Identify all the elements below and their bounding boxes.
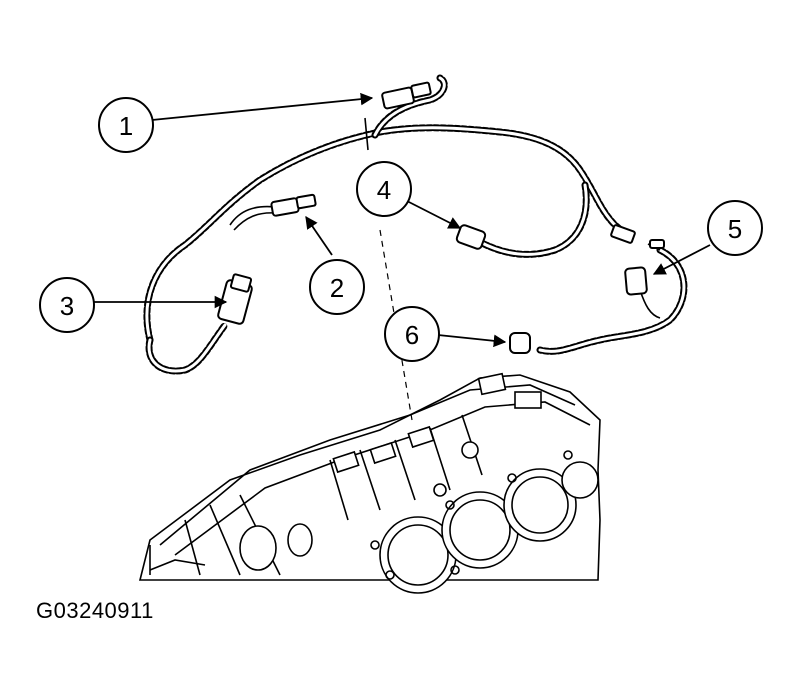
callout-5-label: 5 (728, 214, 742, 244)
callout-6: 6 (384, 306, 440, 362)
connector-4 (455, 224, 487, 250)
figure-id-label: G03240911 (36, 598, 154, 623)
callout-5: 5 (707, 200, 763, 256)
callout-6-label: 6 (405, 320, 419, 350)
engine-block (138, 372, 601, 594)
callout-4: 4 (356, 161, 412, 217)
connector-2 (270, 193, 317, 217)
leader-lines (92, 92, 711, 348)
callout-1: 1 (98, 97, 154, 153)
callout-2-label: 2 (330, 273, 344, 303)
callout-3: 3 (39, 277, 95, 333)
leader-tick-1 (364, 117, 369, 151)
connector-5 (610, 224, 665, 296)
callout-3-label: 3 (60, 291, 74, 321)
wiring-harness (143, 74, 688, 375)
connector-6 (509, 332, 531, 354)
callout-1-label: 1 (119, 111, 133, 141)
connector-1 (381, 81, 432, 110)
callout-2: 2 (309, 259, 365, 315)
connector-3 (217, 273, 253, 325)
callout-4-label: 4 (377, 175, 391, 205)
